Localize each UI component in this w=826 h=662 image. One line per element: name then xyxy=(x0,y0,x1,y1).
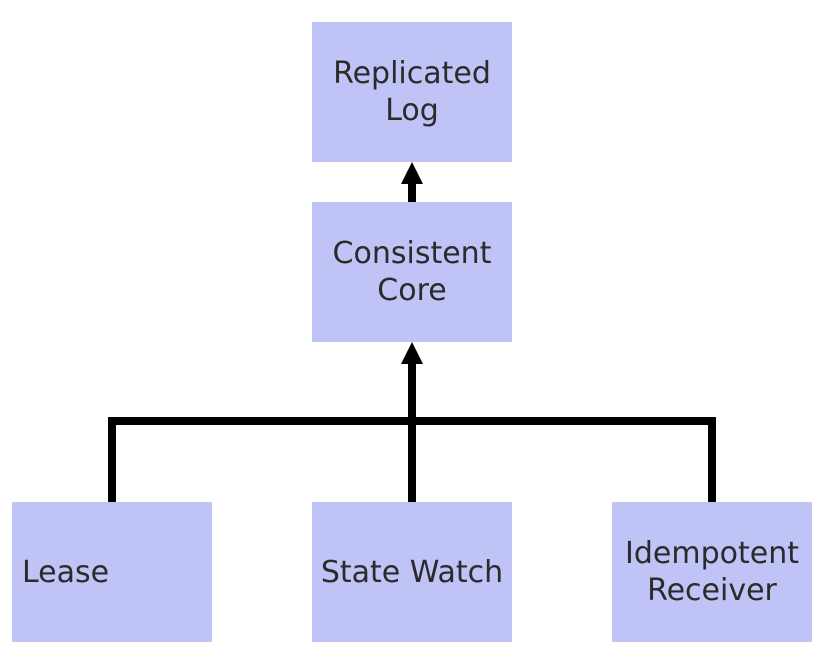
node-label-consistent-core: Consistent Core xyxy=(332,236,492,308)
node-idempotent-receiver: Idempotent Receiver xyxy=(612,502,812,642)
node-label-idempotent-receiver: Idempotent Receiver xyxy=(625,536,799,608)
edge-lease-to-bus xyxy=(108,417,412,502)
edge-idempotent-receiver-to-bus xyxy=(412,417,716,502)
node-label-lease: Lease xyxy=(22,554,110,590)
arrowhead-replicated-log xyxy=(401,162,423,184)
node-label-replicated-log: Replicated Log xyxy=(333,56,491,128)
node-lease: Lease xyxy=(12,502,212,642)
node-state-watch: State Watch xyxy=(312,502,512,642)
node-replicated-log: Replicated Log xyxy=(312,22,512,162)
node-consistent-core: Consistent Core xyxy=(312,202,512,342)
arrowhead-consistent-core xyxy=(401,342,423,364)
node-label-state-watch: State Watch xyxy=(320,554,504,590)
